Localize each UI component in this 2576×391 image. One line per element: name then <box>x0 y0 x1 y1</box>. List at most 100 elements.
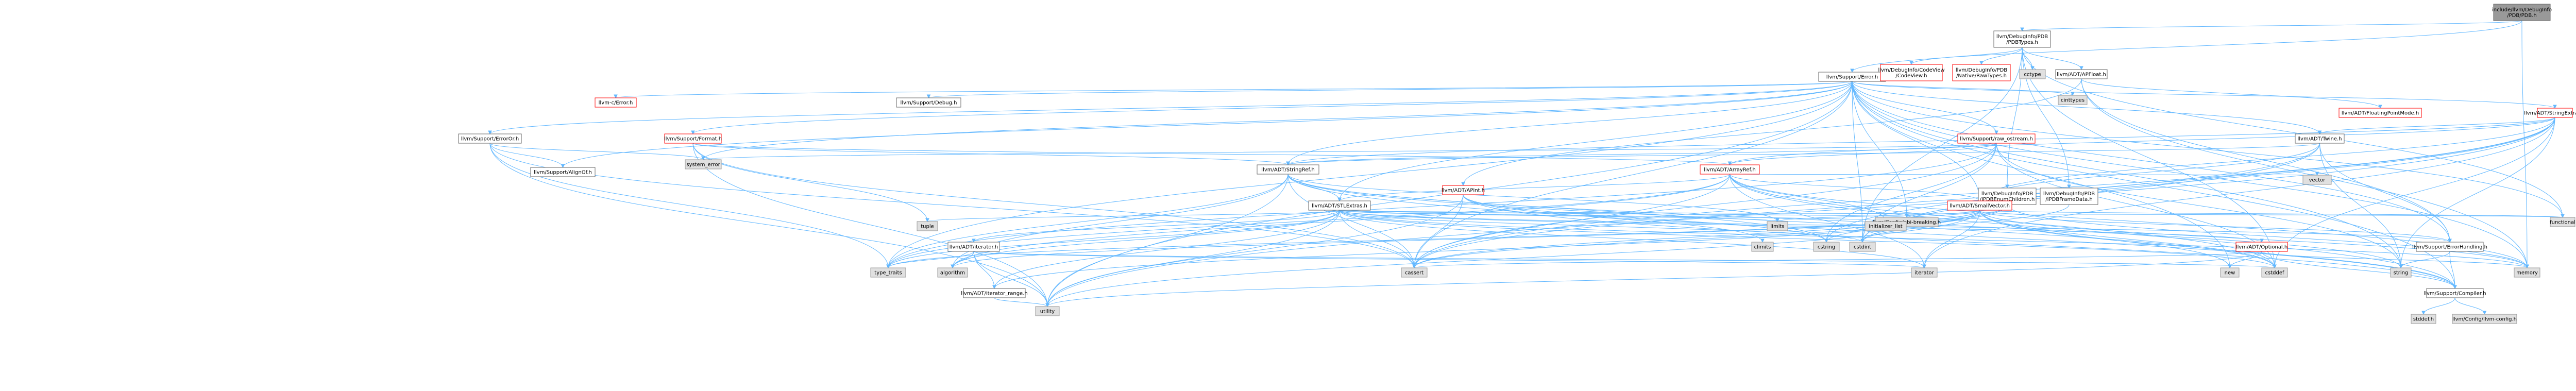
node-algorithm[interactable]: algorithm <box>937 267 968 278</box>
node-box <box>1442 185 1484 195</box>
node-fpmode[interactable]: llvm/ADT/FloatingPointMode.h <box>2338 108 2422 118</box>
edge-line <box>2261 251 2528 268</box>
node-vector[interactable]: vector <box>2302 175 2332 185</box>
edge-line <box>1730 174 1925 268</box>
node-cstring[interactable]: cstring <box>1813 242 1840 252</box>
edge-format-to-utility <box>692 143 1049 308</box>
node-label: cinttypes <box>2061 98 2084 104</box>
node-cinttypes[interactable]: cinttypes <box>2058 95 2088 105</box>
node-label: functional <box>2550 220 2575 226</box>
edge-rawostream-to-systemerror <box>701 143 1997 161</box>
edge-arrowhead <box>1286 161 1290 166</box>
node-stringref[interactable]: llvm/ADT/StringRef.h <box>1257 164 1319 175</box>
node-errorhandling[interactable]: llvm/Support/ErrorHandling.h <box>2412 242 2487 252</box>
node-climits[interactable]: climits <box>1751 242 1774 252</box>
edge-error-to-stringextras <box>1852 81 2557 109</box>
edge-line <box>1047 174 1289 307</box>
edge-format-to-arrayref <box>692 143 1732 166</box>
edge-line <box>2261 251 2455 289</box>
node-stringextras[interactable]: llvm/ADT/StringExtras.h <box>2524 108 2576 118</box>
node-label: llvm/DebugInfo/CodeView <box>1878 67 1944 73</box>
edge-arrowhead <box>2067 184 2071 189</box>
node-optional[interactable]: llvm/ADT/Optional.h <box>2235 242 2288 252</box>
node-twine[interactable]: llvm/ADT/Twine.h <box>2295 133 2345 144</box>
node-initlist[interactable]: initializer_list <box>1865 221 1907 231</box>
node-box <box>2411 314 2436 324</box>
edge-line <box>1852 81 2563 218</box>
node-error[interactable]: llvm/Support/Error.h <box>1818 72 1886 82</box>
node-string[interactable]: string <box>2390 267 2412 278</box>
edge-line <box>489 143 563 168</box>
node-llvmcerror[interactable]: llvm-c/Error.h <box>595 97 637 108</box>
edge-optional-to-memory <box>2261 251 2529 269</box>
edge-smallvector-to-new <box>1979 210 2232 269</box>
node-memory[interactable]: memory <box>2514 267 2540 278</box>
edge-line <box>1777 210 1980 222</box>
node-cstdint[interactable]: cstdint <box>1849 242 1876 252</box>
node-errorortest[interactable]: llvm/Support/ErrorOr.h <box>458 133 522 144</box>
node-nativeraw[interactable]: llvm/DebugInfo/PDB/Native/RawTypes.h <box>1952 64 2011 81</box>
edge-line <box>1339 174 1730 201</box>
node-pdbtypes[interactable]: llvm/DebugInfo/PDB/PDBTypes.h <box>1993 30 2051 48</box>
node-box <box>1257 164 1319 175</box>
node-stlextras[interactable]: llvm/ADT/STLExtras.h <box>1308 200 1371 211</box>
edge-errorhandling-to-compiler <box>2449 251 2457 290</box>
node-codeview[interactable]: llvm/DebugInfo/CodeView/CodeView.h <box>1878 64 1945 81</box>
node-cstddef[interactable]: cstddef <box>2261 267 2288 278</box>
node-box <box>2416 242 2484 252</box>
edge-line <box>973 251 1048 307</box>
node-format[interactable]: llvm/Support/Format.h <box>664 133 722 144</box>
node-box <box>1751 242 1774 252</box>
node-label: llvm/ADT/STLExtras.h <box>1312 203 1367 209</box>
node-rawostream[interactable]: llvm/Support/raw_ostream.h <box>1957 133 2036 144</box>
edge-arrowhead <box>886 264 890 269</box>
edge-error-to-errorhandling <box>1852 81 2452 243</box>
edge-line <box>1047 117 2555 307</box>
edge-error-to-cstdint <box>1852 81 1865 243</box>
edge-smallvector-to-limits <box>1775 210 1980 223</box>
edge-line <box>1287 81 1853 165</box>
node-iterator[interactable]: iterator <box>1911 267 1938 278</box>
edge-line <box>2454 297 2485 315</box>
node-functional[interactable]: functional <box>2550 217 2575 227</box>
node-llvmconfig[interactable]: llvm/Config/llvm-config.h <box>2452 314 2517 324</box>
node-label: llvm/ADT/APFloat.h <box>2057 72 2106 78</box>
node-limits[interactable]: limits <box>1767 221 1788 231</box>
edge-line <box>1852 81 2450 243</box>
node-box <box>963 288 1026 298</box>
node-utility[interactable]: utility <box>1035 306 1060 316</box>
node-box <box>685 159 722 169</box>
node-cassert[interactable]: cassert <box>1401 267 1428 278</box>
node-typetraits[interactable]: type_traits <box>870 267 906 278</box>
node-stddef[interactable]: stddef.h <box>2411 314 2436 324</box>
node-label: stddef.h <box>2413 317 2434 322</box>
node-label: llvm/ADT/Optional.h <box>2236 245 2287 250</box>
node-compiler[interactable]: llvm/Support/Compiler.h <box>2424 288 2486 298</box>
node-iterrange[interactable]: llvm/ADT/iterator_range.h <box>961 288 1028 298</box>
node-cctype[interactable]: cctype <box>2019 69 2046 79</box>
node-apint[interactable]: llvm/ADT/APInt.h <box>1442 185 1485 195</box>
edge-arrowhead <box>1045 303 1049 308</box>
edge-line <box>1414 143 1997 268</box>
edge-stlextras-to-cstdint <box>1339 210 1865 243</box>
node-box <box>2514 267 2540 278</box>
node-smallvector[interactable]: llvm/ADT/SmallVector.h <box>1947 200 2012 211</box>
node-arrayref[interactable]: llvm/ADT/ArrayRef.h <box>1700 164 1760 175</box>
edge-pdbtypes-to-codeview <box>1909 47 2023 65</box>
node-iteratorh[interactable]: llvm/ADT/iterator.h <box>947 242 1000 252</box>
edge-line <box>1730 174 1980 201</box>
node-pdbframedata[interactable]: llvm/DebugInfo/PDB/IPDBFrameData.h <box>2040 188 2098 205</box>
edge-line <box>1047 251 2262 307</box>
node-label: /IPDBEnumChildren.h <box>1980 197 2035 202</box>
edge-errorhandling-to-string <box>2399 251 2450 269</box>
node-alignof[interactable]: llvm/Support/AlignOf.h <box>530 167 596 177</box>
node-debug[interactable]: llvm/Support/Debug.h <box>896 97 961 108</box>
node-new[interactable]: new <box>2220 267 2240 278</box>
node-systemerror[interactable]: system_error <box>685 159 722 169</box>
node-label: string <box>2394 270 2409 276</box>
node-box <box>2338 108 2422 118</box>
node-pdb[interactable]: include/llvm/DebugInfo/PDB/PDB.h <box>2492 4 2552 21</box>
node-tuple[interactable]: tuple <box>917 221 938 231</box>
node-apfloat[interactable]: llvm/ADT/APFloat.h <box>2055 69 2108 79</box>
edge-optional-to-cassert <box>1412 251 2262 269</box>
